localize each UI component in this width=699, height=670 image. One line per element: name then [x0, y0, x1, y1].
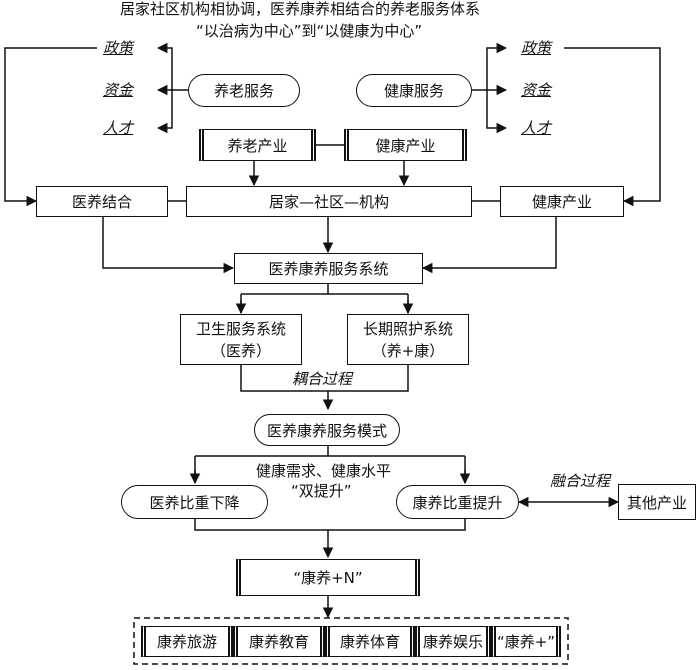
right-funds-label: 资金	[521, 81, 552, 99]
connector-right-down	[421, 217, 557, 274]
connector-mode-split	[194, 446, 466, 483]
demand-label-line2: “双提升”	[291, 482, 352, 500]
health-service-node: 健康服务	[356, 74, 472, 107]
health-system-line2: （医养）	[210, 341, 271, 360]
care-system-node: 长期照护系统 （养+康）	[347, 314, 469, 365]
right-policy-label: 政策	[521, 39, 552, 57]
fusion-process-label: 融合过程	[550, 472, 611, 490]
right-talent-label: 人才	[521, 119, 552, 137]
home-community-node: 居家—社区—机构	[186, 186, 472, 217]
connector-left-down	[102, 217, 235, 274]
coupling-process-label: 耦合过程	[292, 370, 353, 388]
health-industry-top-node: 健康产业	[344, 129, 467, 161]
health-system-line1: 卫生服务系统	[195, 319, 286, 338]
health-service-system-node: 卫生服务系统 （医养）	[180, 314, 302, 365]
connector-coupling	[240, 365, 409, 392]
kangyang-plus-n-node: “康养+N”	[236, 559, 420, 596]
care-system-line1: 长期照护系统	[362, 319, 453, 338]
other-industry-node: 其他产业	[618, 484, 696, 520]
left-talent-label: 人才	[103, 119, 134, 137]
connector-merge	[194, 519, 466, 531]
bottom-item-entertainment: 康养娱乐	[415, 626, 491, 657]
connector-elderly-to-talent	[156, 90, 173, 134]
demand-label-line1: 健康需求、健康水平	[256, 462, 392, 480]
diagram-title-line1: 居家社区机构相协调，医养康养相结合的养老服务体系	[120, 0, 481, 18]
care-system-line2: （养+康）	[371, 341, 445, 360]
service-mode-node: 医养康养服务模式	[254, 414, 400, 446]
medical-proportion-down-node: 医养比重下降	[121, 485, 268, 519]
diagram-title-line2: “以治病为中心”到“以健康为中心”	[196, 22, 423, 40]
left-policy-label: 政策	[103, 39, 134, 57]
bottom-item-sports: 康养体育	[325, 626, 415, 657]
connector-split	[240, 284, 409, 313]
medical-elderly-node: 医养结合	[36, 186, 168, 217]
connector-elderly-to-policy	[156, 42, 188, 91]
connector-left-loop	[4, 47, 97, 207]
connector-health-to-talent	[486, 90, 508, 134]
bottom-item-kangyang-plus: “康养+”	[491, 626, 561, 657]
connector-right-loop	[564, 47, 661, 207]
service-system-node: 医养康养服务系统	[234, 253, 423, 284]
left-funds-label: 资金	[103, 81, 134, 99]
health-industry-right-node: 健康产业	[500, 186, 624, 217]
elderly-service-node: 养老服务	[188, 74, 300, 107]
elderly-industry-node: 养老产业	[199, 129, 316, 161]
connector-health-to-policy	[472, 42, 508, 91]
health-proportion-up-node: 康养比重提升	[396, 485, 519, 519]
bottom-item-tourism: 康养旅游	[141, 626, 233, 657]
bottom-item-education: 康养教育	[233, 626, 325, 657]
